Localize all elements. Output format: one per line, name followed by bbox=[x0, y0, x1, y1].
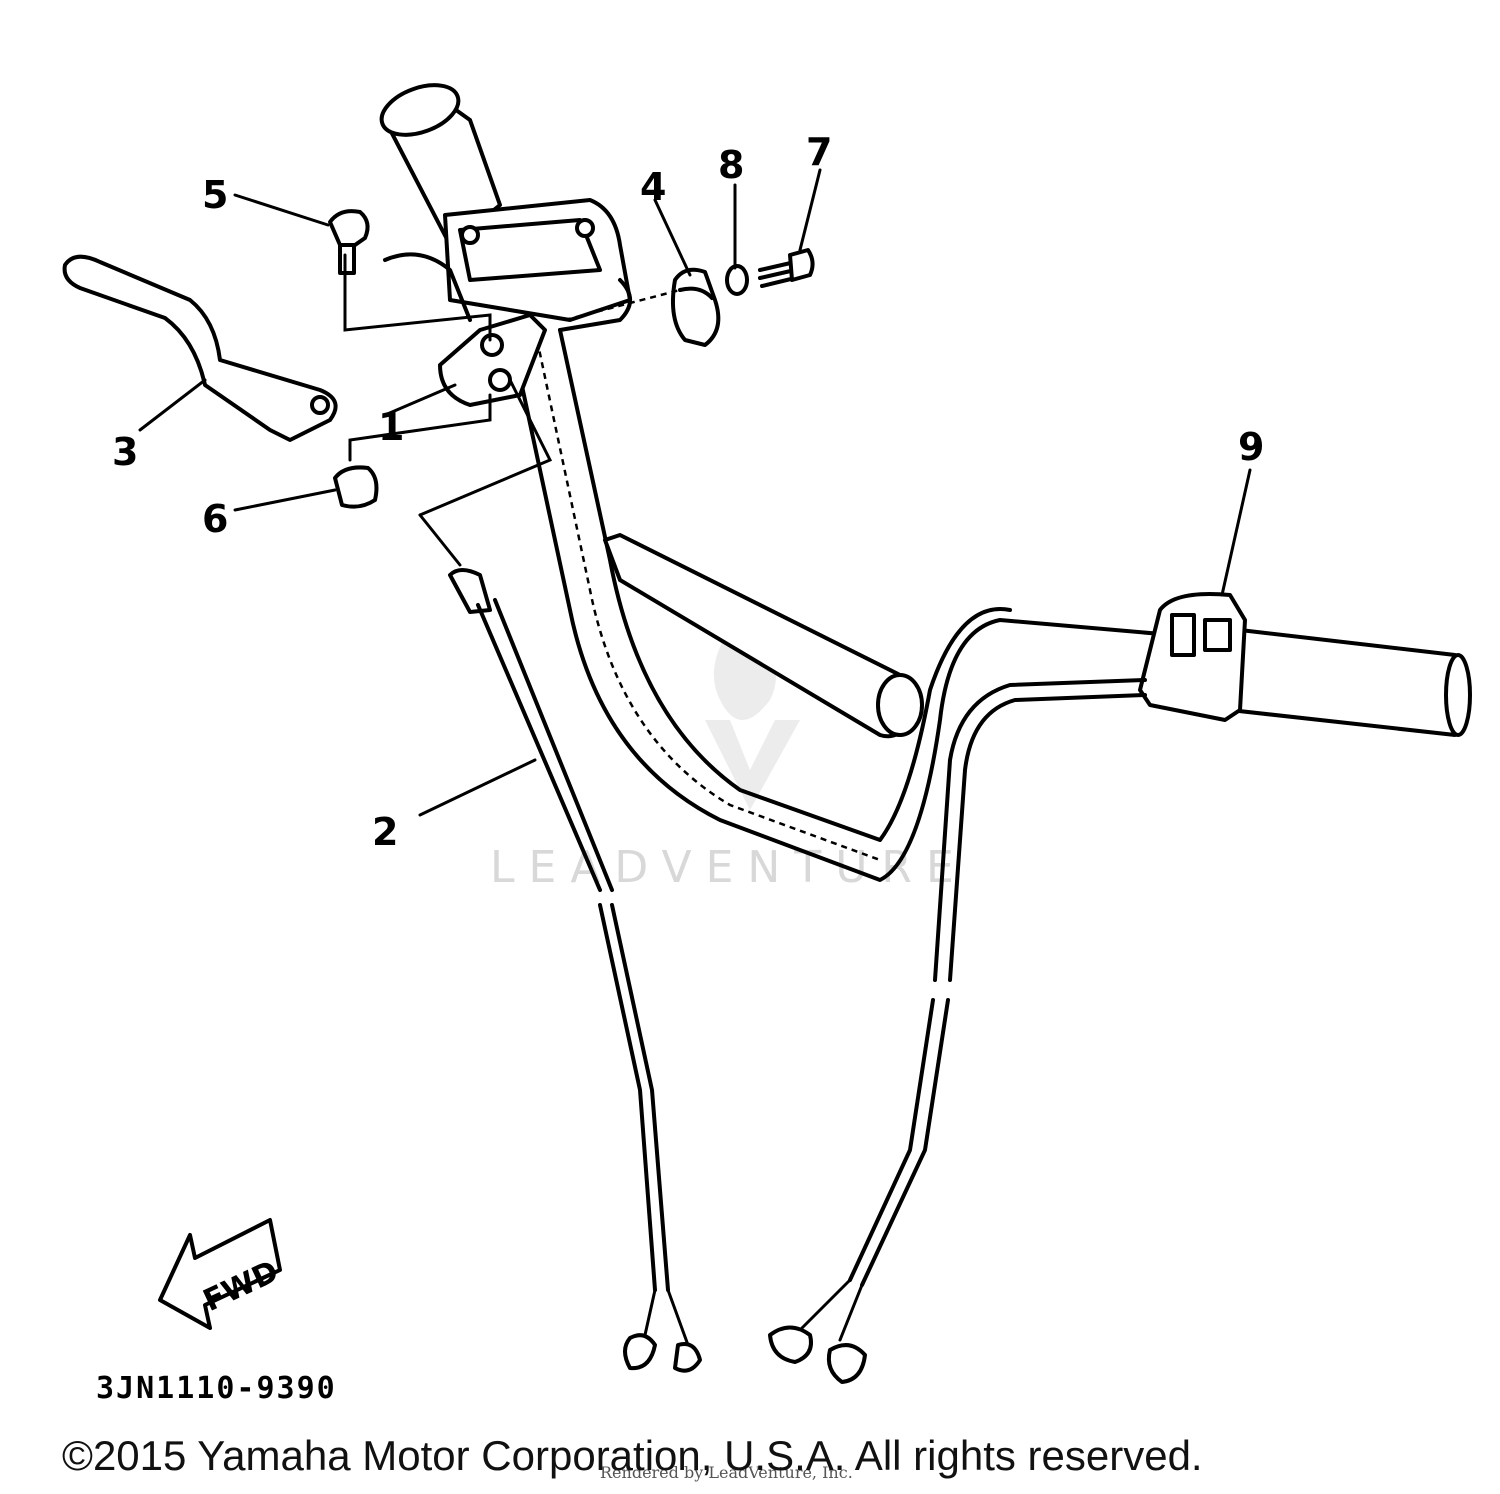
callout-3: 3 bbox=[112, 430, 138, 474]
pivot-nut bbox=[333, 465, 379, 509]
clutch-lever bbox=[62, 254, 338, 442]
callout-4: 4 bbox=[640, 165, 666, 209]
switch-assembly bbox=[1138, 592, 1247, 722]
watermark-text: LEADVENTURE bbox=[490, 842, 968, 893]
left-grip-housing bbox=[379, 83, 632, 332]
copyright-notice: ©2015 Yamaha Motor Corporation, U.S.A. A… bbox=[62, 1432, 1203, 1479]
holder-bolt bbox=[758, 248, 815, 288]
callout-6: 6 bbox=[202, 497, 228, 541]
callout-2: 2 bbox=[372, 810, 398, 854]
rendered-by-text: Rendered by LeadVenture, Inc. bbox=[600, 1463, 853, 1482]
switch-cable-right bbox=[768, 678, 1147, 1384]
leader-lines bbox=[138, 168, 1252, 817]
callout-5: 5 bbox=[202, 173, 228, 217]
diagram-code: 3JN1110-9390 bbox=[96, 1371, 337, 1406]
lever-holder bbox=[671, 267, 721, 347]
callout-1: 1 bbox=[378, 405, 404, 449]
handlebar bbox=[508, 328, 1462, 882]
watermark: LEADVENTURE bbox=[490, 610, 968, 893]
washer bbox=[725, 264, 749, 296]
pivot-bolt bbox=[328, 209, 370, 275]
crossbar-pad bbox=[603, 533, 924, 739]
lever-bracket bbox=[383, 252, 547, 407]
callout-9: 9 bbox=[1238, 425, 1264, 469]
forward-arrow: FWD bbox=[158, 1218, 284, 1330]
callout-8: 8 bbox=[718, 143, 744, 187]
right-grip bbox=[1228, 628, 1472, 737]
callout-7: 7 bbox=[806, 130, 832, 174]
switch-cable-left bbox=[448, 568, 702, 1373]
